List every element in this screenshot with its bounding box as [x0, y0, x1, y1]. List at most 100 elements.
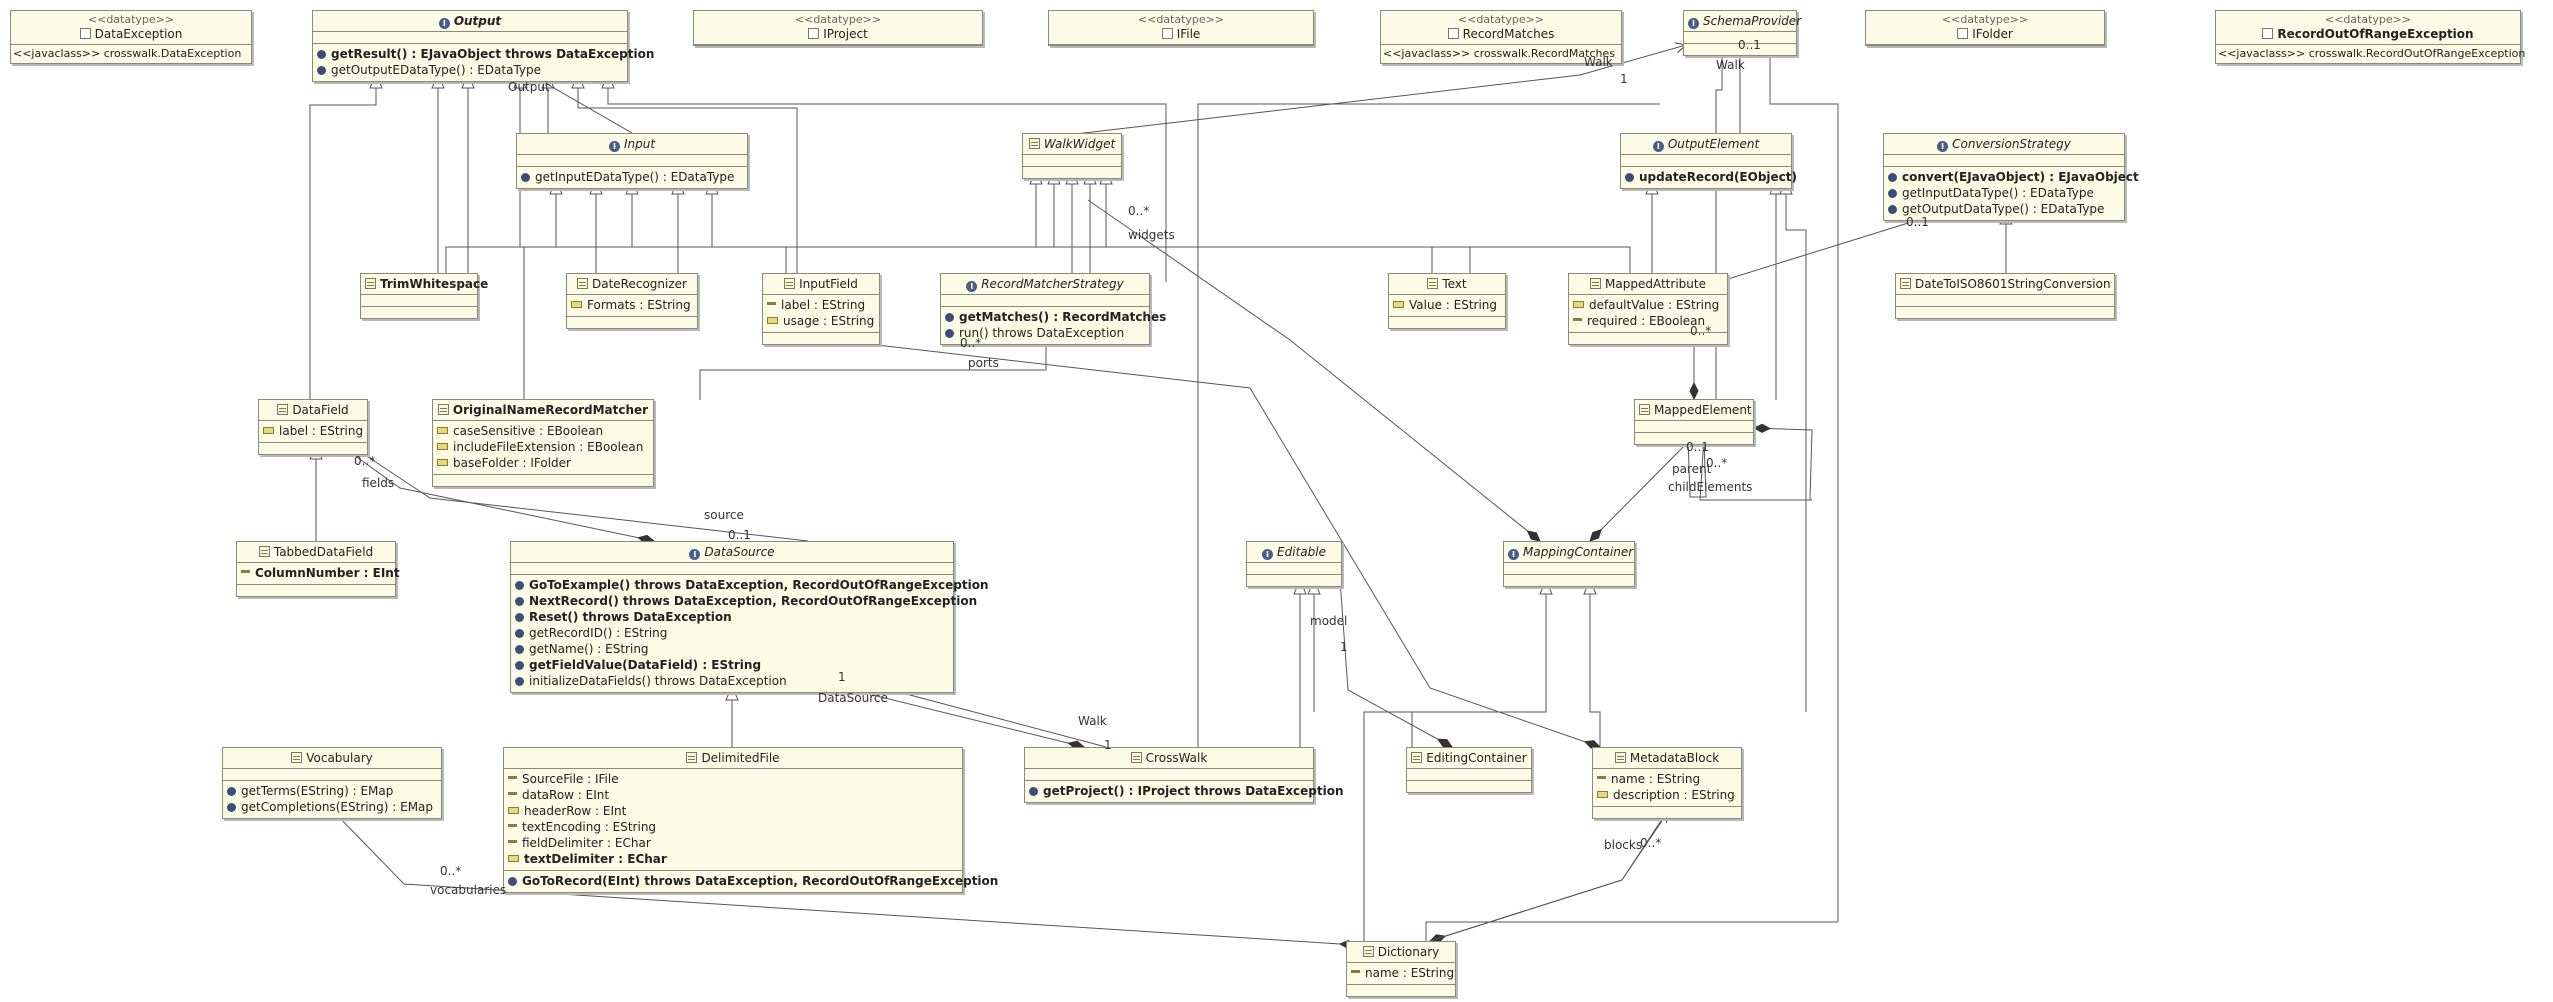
edge-label: 1	[1620, 72, 1628, 86]
operation-row: getOutputEDataType() : EDataType	[317, 62, 623, 78]
uml-datatype-ifile[interactable]: <<datatype>>IFile	[1048, 10, 1314, 46]
stereotype-label: <<datatype>>	[87, 13, 175, 26]
box-header: EditingContainer	[1407, 748, 1531, 769]
operations-compartment	[237, 584, 395, 596]
edge-label: Walk	[1716, 58, 1745, 72]
box-header: <<datatype>>RecordOutOfRangeException	[2216, 11, 2520, 45]
box-header: TrimWhitespace	[361, 274, 488, 295]
attributes-compartment: Formats : EString	[567, 295, 697, 316]
edge-label: fields	[362, 476, 395, 490]
assoc-line	[1590, 439, 1691, 541]
operation-icon	[1888, 173, 1897, 182]
operation-icon	[515, 597, 524, 606]
attribute-icon	[508, 840, 517, 847]
class-icon	[686, 752, 698, 763]
edge-label: source	[704, 508, 744, 522]
assoc-line	[1687, 436, 1707, 498]
box-title: Text	[1442, 277, 1467, 291]
uml-class-walkwidget[interactable]: WalkWidget	[1022, 133, 1122, 179]
operation-row: getOutputDataType() : EDataType	[1888, 201, 2120, 217]
uml-datatype-ifolder[interactable]: <<datatype>>IFolder	[1865, 10, 2105, 46]
gen-line	[1716, 42, 1722, 399]
attributes-compartment	[517, 155, 747, 166]
class-icon	[1411, 752, 1423, 763]
operation-icon	[515, 677, 524, 686]
uml-datatype-recordoutofrangeexception[interactable]: <<datatype>>RecordOutOfRangeException<<j…	[2215, 10, 2525, 64]
uml-class-mappedelement[interactable]: MappedElement	[1634, 399, 1754, 445]
box-title: IFolder	[1972, 27, 2013, 41]
javaclass-label: <<javaclass>> crosswalk.DataException	[13, 47, 242, 60]
datatype-icon	[1447, 28, 1459, 39]
box-title: MappingContainer	[1523, 545, 1634, 559]
uml-class-trimwhitespace[interactable]: TrimWhitespace	[360, 273, 488, 319]
attributes-compartment: name : EString	[1347, 963, 1455, 984]
gen-line	[1770, 42, 1839, 922]
stereotype-label: <<datatype>>	[2324, 13, 2412, 26]
gen-line	[438, 74, 446, 283]
uml-datatype-iproject[interactable]: <<datatype>>IProject	[693, 10, 983, 46]
box-title: WalkWidget	[1043, 137, 1116, 151]
gen-line	[1590, 580, 1601, 747]
uml-class-datetoiso8601stringconversion[interactable]: DateToISO8601StringConversion	[1895, 273, 2115, 319]
gen-line	[309, 74, 376, 400]
operations-compartment: getInputEDataType() : EDataType	[517, 166, 747, 188]
box-title: DataSource	[704, 545, 775, 559]
operations-compartment: GoToRecord(EInt) throws DataException, R…	[504, 870, 998, 892]
operation-row: Reset() throws DataException	[515, 609, 949, 625]
assoc-line	[1087, 199, 1540, 541]
operation-row: getCompletions(EString) : EMap	[227, 799, 437, 815]
edge-label: 1	[1104, 738, 1112, 752]
attribute-row: label : EString	[263, 423, 363, 439]
edge-label: 0..1	[728, 528, 751, 542]
uml-class-editingcontainer[interactable]: EditingContainer	[1406, 747, 1532, 793]
attribute-icon	[571, 301, 582, 308]
box-header: MappedAttribute	[1569, 274, 1727, 295]
edge-label: 0..*	[960, 336, 982, 350]
attribute-icon	[508, 824, 517, 831]
edge-label: 0..*	[1640, 836, 1662, 850]
uml-datatype-recordmatches[interactable]: <<datatype>>RecordMatches<<javaclass>> c…	[1380, 10, 1622, 64]
attribute-row: label : EString	[767, 297, 875, 313]
box-title: DateToISO8601StringConversion	[1915, 277, 2111, 291]
operation-icon	[317, 66, 326, 75]
operation-row: GoToExample() throws DataException, Reco…	[515, 577, 989, 593]
class-icon	[1639, 404, 1650, 415]
gen-line	[1197, 103, 1660, 747]
interface-icon: I	[438, 18, 450, 29]
attributes-compartment	[313, 32, 627, 43]
uml-datatype-dataexception[interactable]: <<datatype>>DataException<<javaclass>> c…	[10, 10, 252, 64]
assoc-line	[699, 335, 1047, 400]
attribute-row: ColumnNumber : EInt	[241, 565, 400, 581]
assoc-line	[1699, 436, 1812, 501]
attributes-compartment	[1023, 155, 1121, 166]
attributes-compartment	[1635, 421, 1753, 432]
edge-label: vocabularies	[430, 883, 507, 897]
